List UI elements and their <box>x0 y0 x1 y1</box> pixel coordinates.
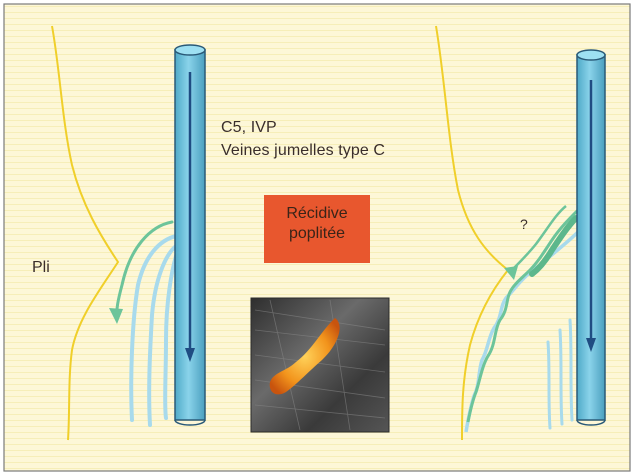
recidive-poplitee-box: Récidive poplitée <box>264 195 370 263</box>
right-deep-vein <box>577 50 605 425</box>
left-deep-vein <box>175 45 205 425</box>
recidive-poplitee-label: Récidive poplitée <box>264 204 370 244</box>
ultrasound-image <box>251 298 389 432</box>
caption-line-1: C5, IVP <box>221 118 277 138</box>
caption-line-2: Veines jumelles type C <box>221 141 385 161</box>
question-mark-label: ? <box>520 216 528 232</box>
pli-label: Pli <box>32 259 50 277</box>
